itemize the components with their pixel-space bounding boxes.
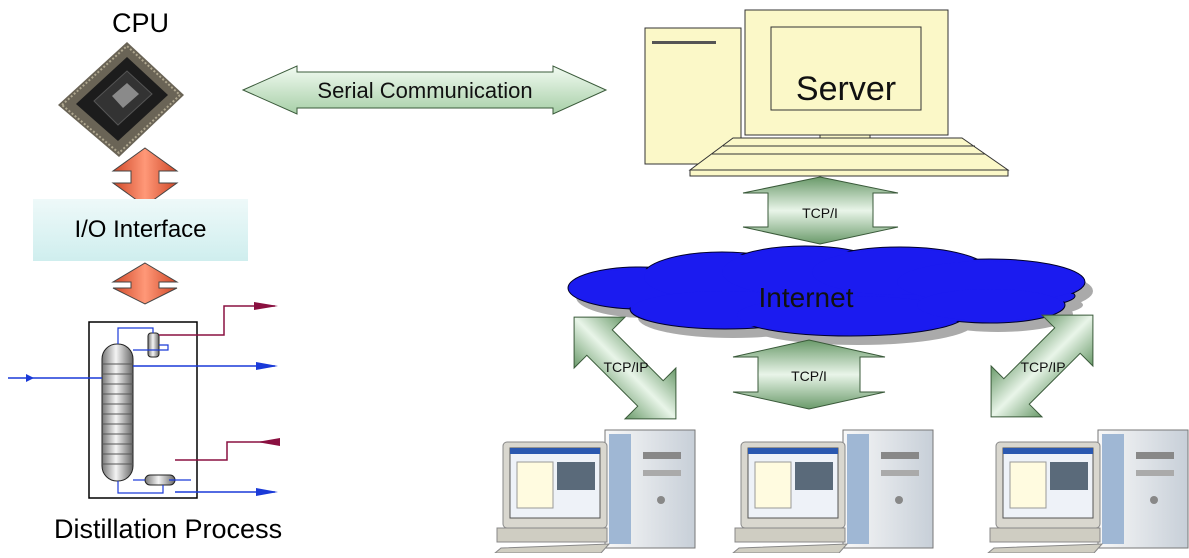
vapor-product-stream [159, 305, 275, 336]
io-process-arrow [111, 262, 179, 305]
distillation-schematic [88, 321, 198, 499]
internet-label: Internet [759, 282, 854, 313]
cpu-io-arrow [111, 147, 179, 207]
io-interface-box: I/O Interface [33, 199, 248, 261]
server-computer-icon [644, 9, 1010, 177]
column-vessel [101, 343, 134, 482]
internet-client-left-protocol-label: TCP/IP [603, 359, 648, 375]
server-internet-protocol-label: TCP/I [802, 205, 838, 221]
client-pc-right-icon [986, 429, 1189, 554]
cpu-chip-icon [58, 42, 184, 157]
internet-client-center-protocol-label: TCP/I [791, 368, 827, 384]
internet-cloud-icon [567, 245, 1093, 345]
internet-client-right-arrow [990, 314, 1094, 418]
internet-client-right-protocol-label: TCP/IP [1020, 359, 1065, 375]
internet-client-center-arrow [732, 339, 886, 410]
distillation-process-label: Distillation Process [54, 514, 283, 544]
serial-communication-arrow [241, 65, 608, 115]
steam-stream [175, 441, 278, 461]
server-label: Server [796, 70, 896, 108]
client-pc-left-icon [493, 429, 696, 554]
process-streams [8, 302, 280, 496]
internet-client-left-arrow [573, 316, 677, 420]
serial-communication-label: Serial Communication [317, 78, 532, 103]
server-internet-arrow [742, 176, 899, 245]
condenser-drum [147, 332, 160, 358]
cpu-label: CPU [112, 8, 170, 38]
client-pc-center-icon [731, 429, 934, 554]
